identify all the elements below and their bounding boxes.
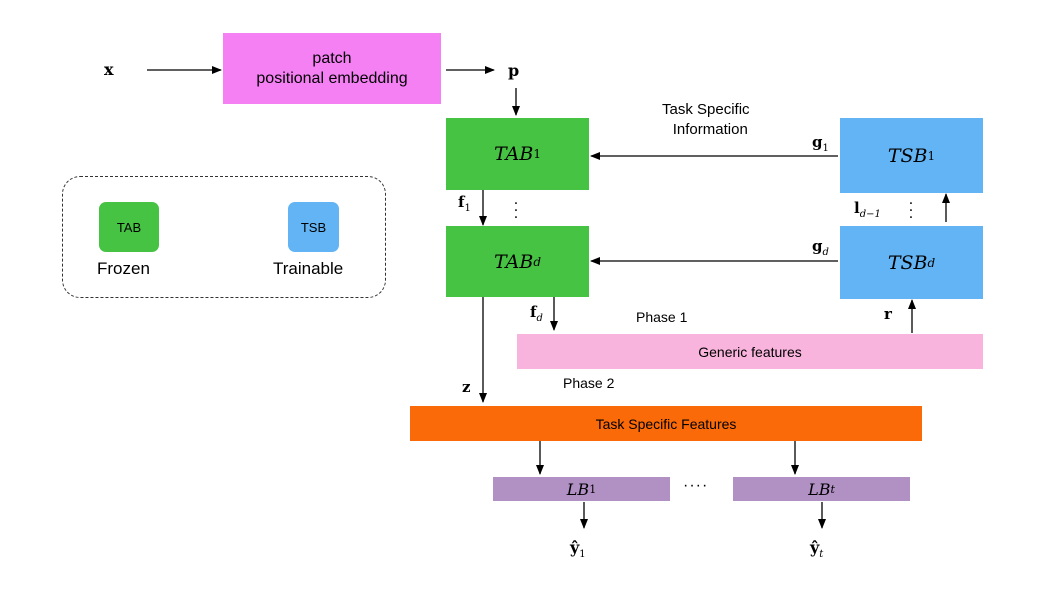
g1-base: g	[812, 133, 823, 151]
ld1-base: l	[854, 199, 860, 217]
patch-embedding-block: patch positional embedding	[223, 33, 441, 104]
legend-frozen-label: Frozen	[97, 259, 150, 278]
tab-1-name: TAB	[494, 143, 534, 165]
lb-1-name: LB	[566, 479, 590, 499]
task-specific-information-label: Task Specific Information	[662, 100, 750, 140]
legend-tab-swatch: TAB	[99, 202, 159, 252]
lb-t-name: LB	[808, 479, 831, 499]
tab-d-sub: d	[533, 254, 541, 269]
yt-sub: t	[819, 549, 824, 561]
y-hat-1-label: ŷ1	[570, 538, 586, 560]
positional-embedding-label: positional embedding	[256, 69, 408, 87]
f1-base: f	[458, 193, 465, 211]
f1-label: f1	[458, 193, 471, 214]
y1-base: ŷ	[570, 538, 580, 557]
fd-base: f	[530, 303, 537, 321]
legend-tsb-swatch: TSB	[288, 202, 339, 252]
fd-label: fd	[530, 303, 543, 324]
legend: TAB Frozen TSB Trainable	[62, 176, 386, 298]
f1-sub: 1	[464, 203, 471, 214]
p-label: p	[508, 61, 520, 80]
task-info-line2: Information	[672, 121, 748, 138]
gd-sub: d	[822, 247, 829, 258]
gd-base: g	[812, 237, 823, 255]
tsb-1-sub: 1	[927, 148, 936, 163]
tsb-1-name: TSB	[887, 144, 928, 167]
task-info-line1: Task Specific	[662, 101, 750, 118]
generic-features-bar: Generic features	[517, 334, 983, 369]
lb-ellipsis: ····	[683, 477, 709, 494]
tsb-d-sub: d	[927, 255, 936, 270]
tsb-d-name: TSB	[887, 251, 928, 274]
phase-1-label: Phase 1	[636, 309, 688, 325]
fd-sub: d	[536, 313, 543, 324]
patch-label: patch	[312, 49, 352, 67]
input-x-label: x	[104, 60, 114, 79]
vertical-ellipsis-tab: ...	[513, 192, 519, 222]
y-hat-t-label: ŷt	[810, 538, 823, 560]
gd-label: gd	[812, 237, 829, 258]
g1-sub: 1	[822, 143, 829, 154]
lb-1-sub: 1	[589, 482, 597, 496]
l-d-minus-1-label: ld−1	[854, 199, 881, 220]
r-label: r	[884, 305, 892, 323]
yt-base: ŷ	[810, 538, 820, 557]
legend-trainable-label: Trainable	[273, 259, 344, 278]
ld1-sub: d−1	[859, 209, 881, 220]
tab-1-sub: 1	[533, 147, 541, 161]
phase-2-label: Phase 2	[563, 375, 615, 391]
task-specific-features-bar: Task Specific Features	[410, 406, 922, 441]
lb-t-sub: t	[830, 482, 835, 496]
z-label: z	[462, 378, 471, 396]
tab-d-name: TAB	[493, 250, 534, 273]
vertical-ellipsis-tsb: ...	[908, 192, 914, 222]
y1-sub: 1	[579, 549, 586, 561]
g1-label: g1	[812, 133, 829, 154]
